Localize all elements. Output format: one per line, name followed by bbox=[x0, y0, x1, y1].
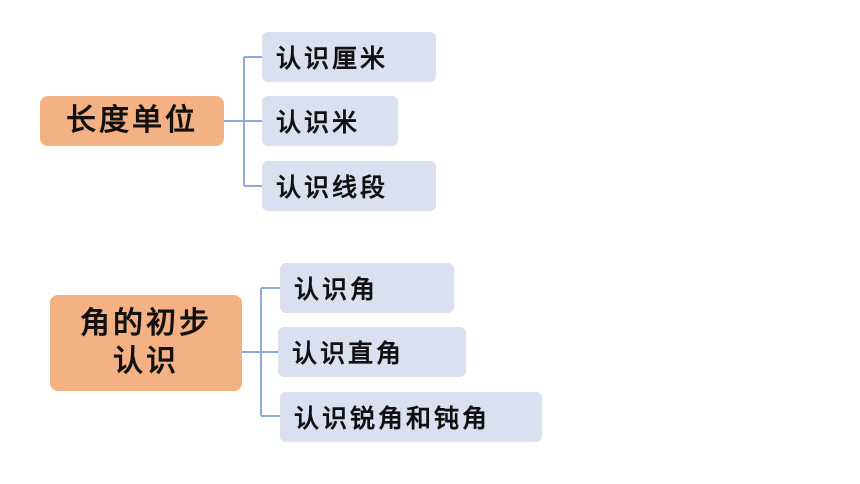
leaf-node-line-segment: 认识线段 bbox=[262, 161, 436, 211]
leaf-node-label: 认识厘米 bbox=[276, 44, 389, 73]
leaf-node-angle: 认识角 bbox=[280, 263, 454, 313]
root-node-label: 长度单位 bbox=[66, 103, 198, 138]
leaf-node-label: 认识米 bbox=[276, 108, 361, 137]
root-node-length-units: 长度单位 bbox=[40, 96, 224, 146]
leaf-node-acute-obtuse-angle: 认识锐角和钝角 bbox=[280, 392, 542, 442]
leaf-node-right-angle: 认识直角 bbox=[278, 327, 466, 377]
root-node-label-line-2: 认识 bbox=[113, 344, 179, 379]
leaf-node-label: 认识角 bbox=[294, 275, 379, 304]
leaf-node-meter: 认识米 bbox=[262, 96, 398, 146]
leaf-node-label: 认识锐角和钝角 bbox=[294, 404, 491, 433]
leaf-node-centimeter: 认识厘米 bbox=[262, 32, 436, 82]
leaf-node-label: 认识直角 bbox=[292, 339, 405, 368]
root-node-label-line-1: 角的初步 bbox=[80, 306, 212, 341]
leaf-node-label: 认识线段 bbox=[276, 173, 389, 202]
root-node-angles-intro: 角的初步 认识 bbox=[50, 295, 242, 391]
